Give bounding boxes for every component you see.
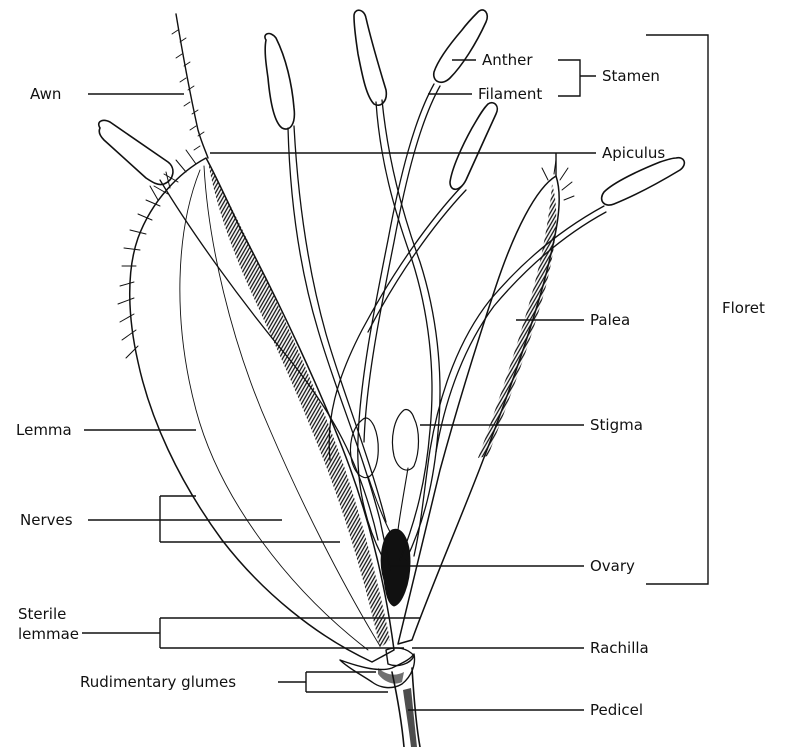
floret-illustration	[99, 10, 685, 747]
palea-body	[398, 176, 559, 644]
stigma-right	[392, 409, 418, 470]
anther-6	[602, 158, 685, 205]
rachilla-shading	[378, 668, 404, 684]
pedicel-label: Pedicel	[590, 701, 643, 719]
palea-apiculus-hairs	[542, 160, 574, 200]
anther-4	[434, 10, 488, 82]
anthers	[99, 10, 685, 205]
rachilla-label: Rachilla	[590, 639, 649, 657]
lemma-label: Lemma	[16, 421, 72, 439]
labels: Awn Anther Filament Stamen Apiculus Flor…	[16, 51, 765, 719]
awn-label: Awn	[30, 85, 61, 103]
lemma-nerve-1	[180, 170, 368, 650]
sterile-lemmae-label-line2: lemmae	[18, 625, 79, 643]
ovary-label: Ovary	[590, 557, 635, 575]
anther-label: Anther	[482, 51, 533, 69]
palea-keel-shading	[478, 184, 556, 458]
anther-1	[99, 120, 173, 184]
sterile-lemmae-bracket	[82, 618, 420, 648]
pedicel-shading	[403, 688, 417, 747]
lemma-hairs	[118, 150, 196, 358]
sterile-lemmae-label-line1: Sterile	[18, 605, 66, 623]
filaments	[160, 84, 606, 570]
rudimentary-glumes-label: Rudimentary glumes	[80, 673, 236, 691]
awn-bristle	[176, 14, 208, 158]
leader-lines	[82, 35, 708, 710]
lemma-dark-flank	[208, 162, 390, 648]
anther-2	[265, 34, 294, 129]
stigma-label: Stigma	[590, 416, 643, 434]
nerves-bracket	[88, 496, 340, 542]
rachilla-shape	[386, 648, 414, 666]
filament-label: Filament	[478, 85, 542, 103]
stamen-bracket	[558, 60, 596, 96]
anther-5	[450, 103, 497, 190]
stamen-label: Stamen	[602, 67, 660, 85]
palea-label: Palea	[590, 311, 630, 329]
floret-label: Floret	[722, 299, 765, 317]
floret-bracket	[646, 35, 708, 584]
apiculus-label: Apiculus	[602, 144, 665, 162]
anther-3	[354, 10, 386, 105]
nerves-label: Nerves	[20, 511, 73, 529]
